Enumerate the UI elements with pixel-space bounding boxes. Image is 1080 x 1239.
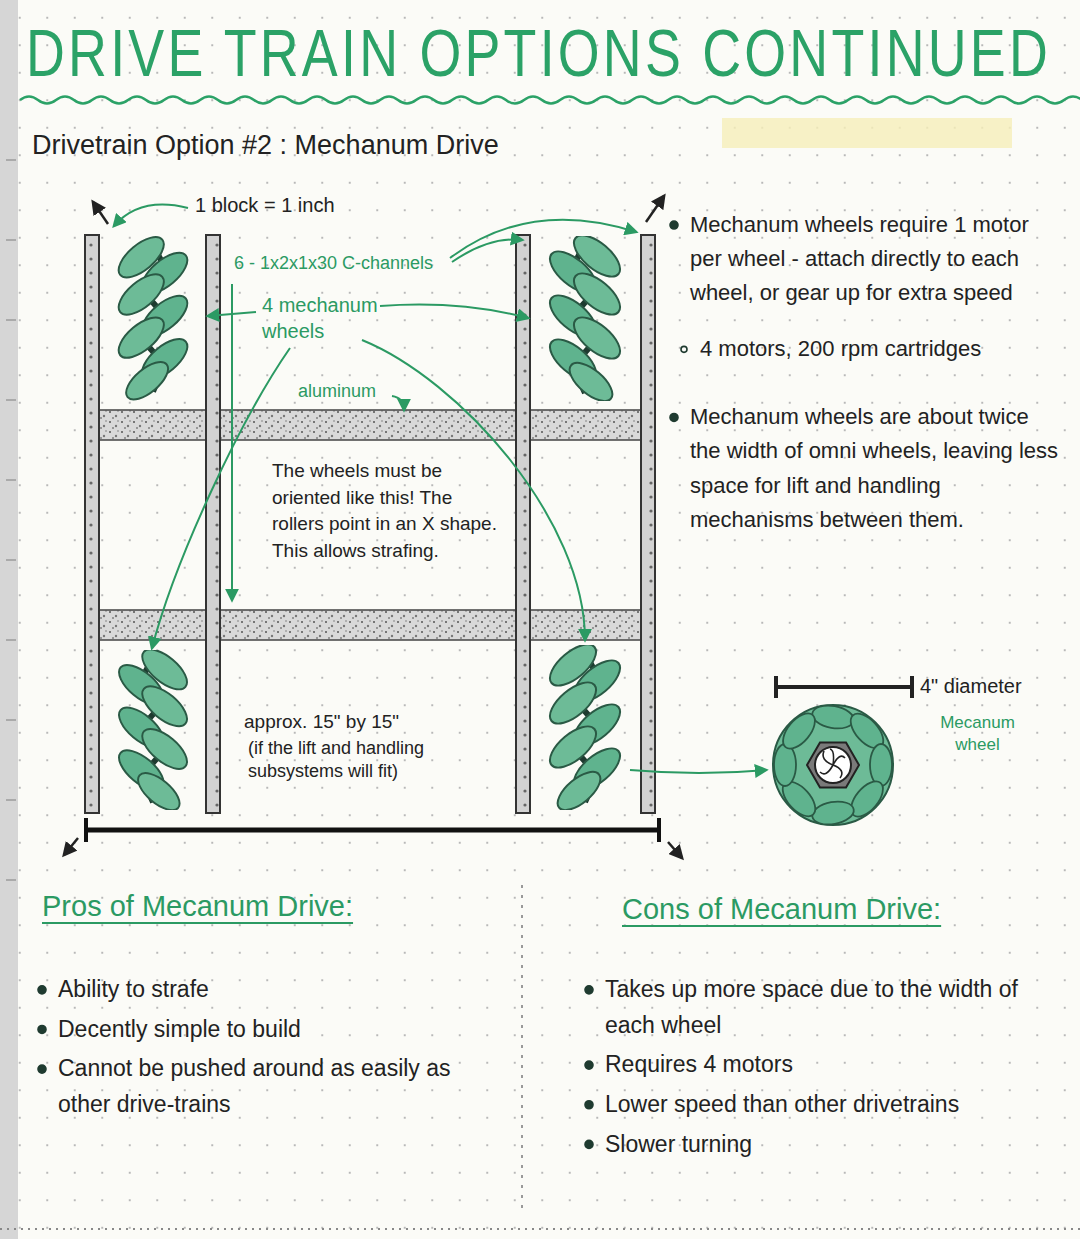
con-item: Requires 4 motors bbox=[605, 1047, 1060, 1083]
highlight-band bbox=[722, 118, 1012, 148]
c-channel bbox=[516, 235, 530, 813]
bullet bbox=[38, 986, 46, 994]
note: Mechanum wheels require 1 motor per whee… bbox=[690, 208, 1062, 310]
page-title: DRIVE TRAIN OPTIONS CONTINUED bbox=[26, 14, 1051, 92]
aluminum-bar bbox=[92, 610, 648, 640]
dimension-tick bbox=[657, 818, 661, 842]
diameter-tick bbox=[910, 676, 914, 698]
page-divider bbox=[0, 1228, 1080, 1230]
dimension-label: 4" diameter bbox=[920, 673, 1070, 699]
diameter-line bbox=[776, 685, 912, 689]
note: 4 motors, 200 rpm cartridges bbox=[700, 332, 1062, 366]
bullet bbox=[670, 413, 678, 421]
c-channel bbox=[85, 235, 99, 813]
subtitle: Drivetrain Option #2 : Mechanum Drive bbox=[32, 128, 732, 163]
pro-item: Cannot be pushed around as easily as oth… bbox=[58, 1051, 498, 1122]
bullet bbox=[670, 221, 678, 229]
part-label: 4 mechanum wheels bbox=[262, 292, 392, 344]
con-item: Slower turning bbox=[605, 1127, 1060, 1163]
pro-item: Decently simple to build bbox=[58, 1012, 498, 1048]
con-item: Takes up more space due to the width of … bbox=[605, 972, 1060, 1043]
c-channel bbox=[641, 235, 655, 813]
margin-strip bbox=[0, 0, 18, 1239]
mecanum-wheel-side-view bbox=[773, 703, 893, 828]
figure-label: Mecanum wheel bbox=[930, 712, 1025, 756]
material-label: aluminum bbox=[298, 380, 408, 403]
leader-lines bbox=[114, 205, 766, 773]
bullet bbox=[585, 1101, 593, 1109]
mecanum-wheel bbox=[112, 230, 194, 406]
dimension-note: (if the lift and handling subsystems wil… bbox=[248, 737, 506, 784]
bullet bbox=[585, 986, 593, 994]
aluminum-bar bbox=[92, 410, 648, 440]
margin-ticks bbox=[6, 160, 16, 880]
dimension-line bbox=[85, 828, 660, 833]
dimension-tick bbox=[84, 818, 88, 842]
section-heading: Pros of Mecanum Drive: bbox=[42, 888, 502, 926]
column-divider bbox=[521, 885, 523, 1215]
bullet bbox=[38, 1025, 46, 1033]
orientation-note: The wheels must be oriented like this! T… bbox=[272, 458, 504, 564]
mecanum-wheel bbox=[543, 228, 627, 408]
wavy-underline bbox=[20, 97, 1080, 104]
bullet bbox=[38, 1065, 46, 1073]
con-item: Lower speed than other drivetrains bbox=[605, 1087, 1060, 1123]
c-channel bbox=[206, 235, 220, 813]
bullet bbox=[585, 1061, 593, 1069]
scale-note: 1 block = 1 inch bbox=[195, 192, 365, 218]
note: Mechanum wheels are about twice the widt… bbox=[690, 400, 1062, 536]
pro-item: Ability to strafe bbox=[58, 972, 498, 1008]
dimension-note: approx. 15" by 15" bbox=[244, 710, 504, 735]
part-label: 6 - 1x2x1x30 C-channels bbox=[234, 252, 459, 275]
bullet bbox=[585, 1140, 593, 1148]
direction-arrows bbox=[64, 196, 682, 858]
section-heading: Cons of Mecanum Drive: bbox=[622, 891, 1062, 929]
mecanum-wheel bbox=[543, 637, 627, 817]
bullet bbox=[681, 346, 687, 352]
mecanum-wheel bbox=[112, 642, 193, 816]
diameter-tick bbox=[774, 676, 778, 698]
